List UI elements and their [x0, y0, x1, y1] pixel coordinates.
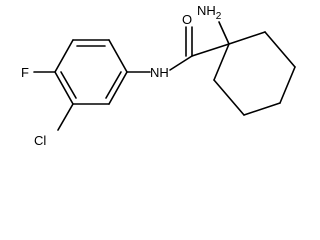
- cyclohexane-bond: [213, 79, 245, 116]
- amine-label: NH2: [197, 3, 222, 22]
- nh-carbonyl-bond: [169, 55, 193, 71]
- benzene-bond: [108, 71, 128, 105]
- carbonyl-oxygen-label: O: [182, 12, 192, 27]
- benzene-inner-bond: [105, 71, 122, 99]
- carbonyl-quaternary-bond: [191, 43, 230, 57]
- amide-nh-label: NH: [150, 65, 169, 80]
- c-nh2-bond: [218, 21, 230, 45]
- cyclohexane-bond: [279, 66, 296, 104]
- amine-label-main: NH: [197, 3, 216, 18]
- benzene-ring: [54, 39, 128, 105]
- benzene-bond: [54, 39, 74, 73]
- benzene-bond: [54, 71, 74, 105]
- fluorine-label: F: [21, 65, 29, 80]
- amine-label-subscript: 2: [216, 11, 222, 22]
- cyclohexane-bond: [213, 43, 230, 81]
- cyclohexane-bond: [228, 31, 266, 45]
- cyclohexane-bond: [243, 102, 281, 116]
- cyclohexane-bond: [264, 31, 296, 68]
- benzene-bond: [108, 39, 128, 73]
- chlorine-label: Cl: [34, 133, 46, 148]
- c-cl-bond: [57, 103, 74, 131]
- cyclohexane-ring: [213, 31, 296, 116]
- molecule-structure: NH2 O NH F Cl: [21, 3, 296, 148]
- benzene-inner-bond: [60, 71, 77, 99]
